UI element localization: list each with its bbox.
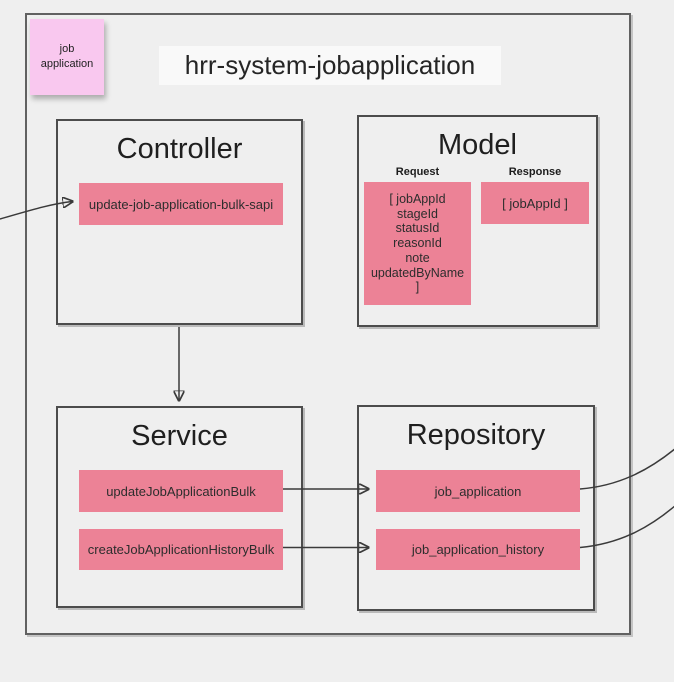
repository-group[interactable]: Repository job_application job_applicati… [357,405,595,611]
response-label: Response [508,166,562,178]
request-line: note [405,250,430,265]
request-line: statusId [395,221,440,236]
repository-heading: Repository [406,419,546,451]
sticky-note[interactable]: job application [30,19,104,95]
node-updateJobApplicationBulk[interactable]: updateJobApplicationBulk [79,470,283,512]
service-heading: Service [131,420,228,452]
diagram-title[interactable]: hrr-system-jobapplication [159,46,501,85]
node-label: update-job-application-bulk-sapi [88,196,274,212]
service-group[interactable]: Service updateJobApplicationBulk createJ… [56,406,303,608]
request-line: updatedByName [370,265,465,280]
request-line: stageId [396,206,438,221]
diagram-title-text: hrr-system-jobapplication [184,50,476,80]
request-line: reasonId [393,236,442,251]
request-line: ] [415,280,420,295]
node-label: [ jobAppId ] [502,195,568,211]
node-label: updateJobApplicationBulk [106,483,256,499]
node-job_application[interactable]: job_application [376,470,580,512]
sticky-note-text: job application [40,43,94,70]
model-heading: Model [438,129,517,161]
request-line: [ jobAppId [389,191,446,206]
node-label: job_application [434,483,522,499]
node-update-job-application-bulk-sapi[interactable]: update-job-application-bulk-sapi [79,183,283,225]
model-group[interactable]: Model Request Response [ jobAppId stageI… [357,115,598,327]
node-label: job_application_history [411,542,545,557]
request-label: Request [395,166,440,178]
node-label: createJobApplicationHistoryBulk [87,542,275,557]
node-request-model[interactable]: [ jobAppId stageId statusId reasonId not… [364,182,471,305]
controller-heading: Controller [116,133,243,165]
system-boundary-frame[interactable] [25,13,631,635]
controller-group[interactable]: Controller update-job-application-bulk-s… [56,119,303,325]
node-job_application_history[interactable]: job_application_history [376,529,580,570]
node-createJobApplicationHistoryBulk[interactable]: createJobApplicationHistoryBulk [79,529,283,570]
node-response-model[interactable]: [ jobAppId ] [481,182,589,224]
